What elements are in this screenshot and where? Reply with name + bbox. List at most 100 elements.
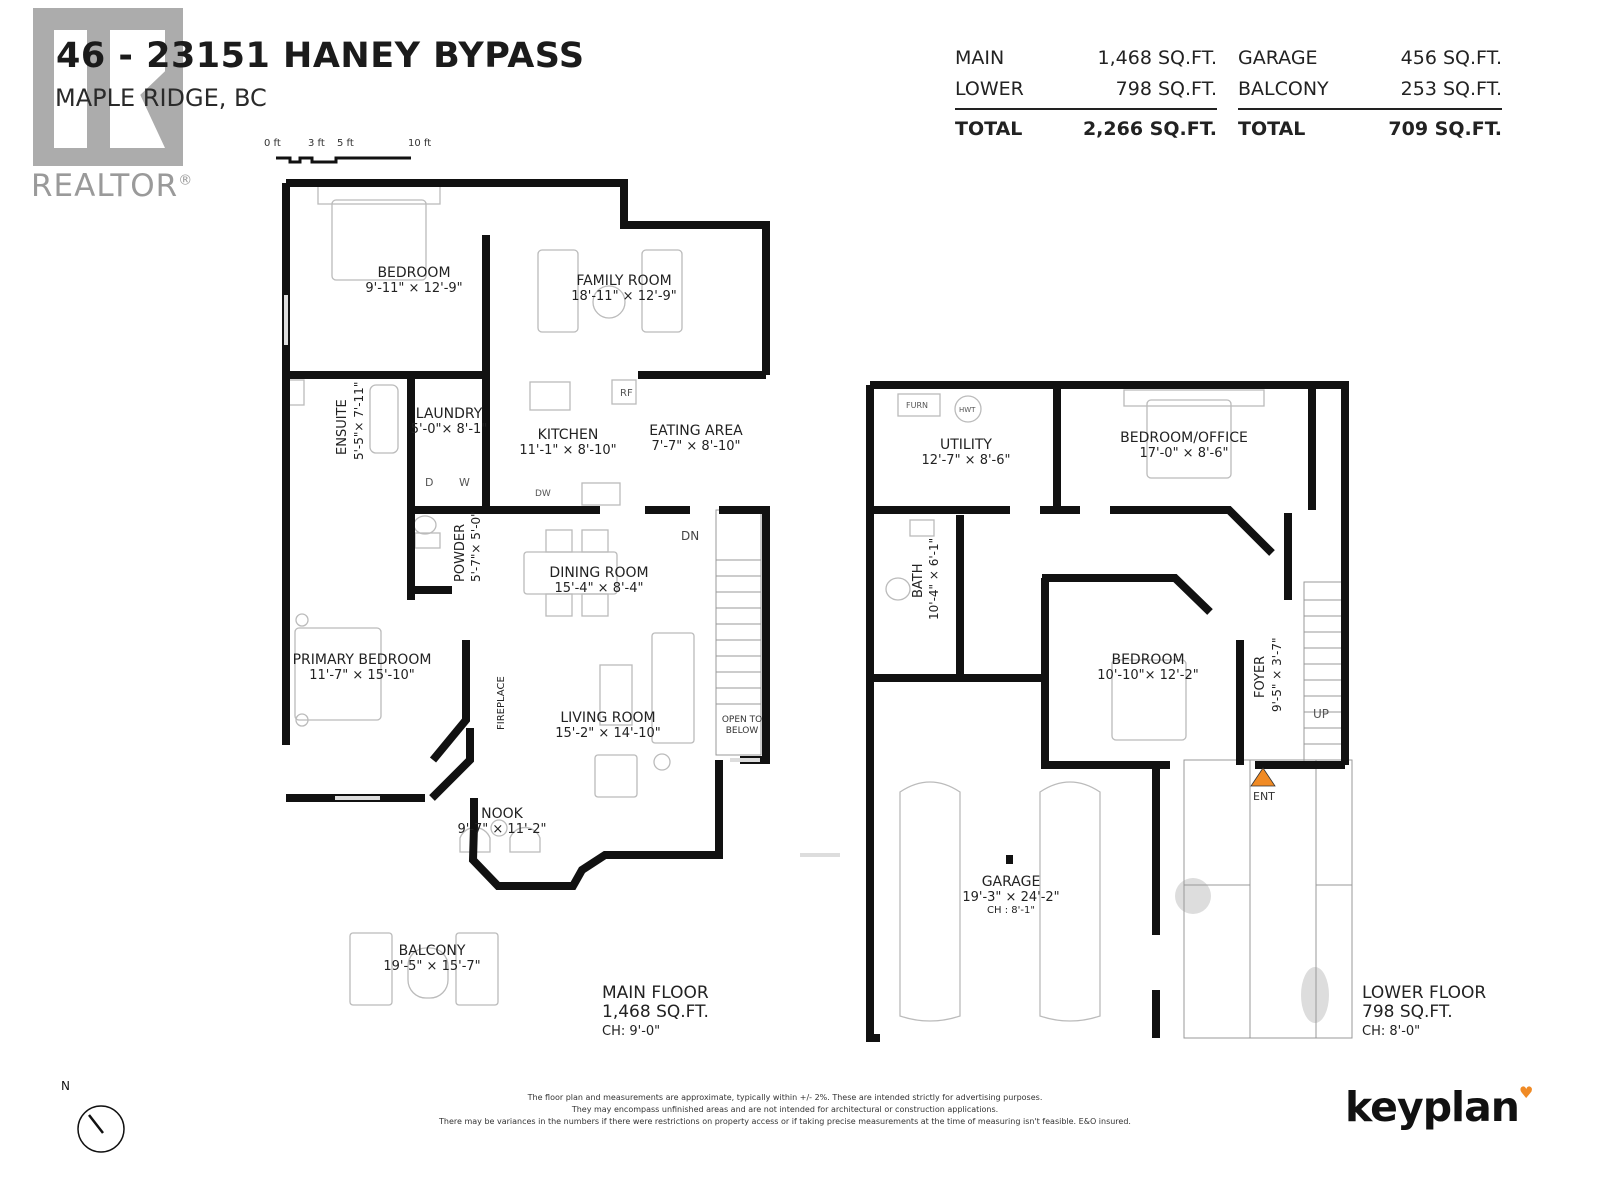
dryer-label: D — [425, 476, 434, 489]
floor-name: LOWER FLOOR — [1362, 983, 1487, 1003]
window-layer — [284, 295, 840, 857]
room-dim: 19'-5" × 15'-7" — [383, 959, 481, 974]
room-name: BEDROOM — [1111, 652, 1185, 668]
room-dim: 9'-7" × 11'-2" — [457, 822, 547, 837]
floor-ceiling-height: CH: 8'-0" — [1362, 1024, 1421, 1039]
fireplace-label: FIREPLACE — [496, 676, 507, 730]
room-dim: 12'-7" × 8'-6" — [921, 453, 1011, 468]
north-label: N — [61, 1079, 70, 1093]
realtor-logo-stem — [54, 30, 87, 148]
floor-area: 798 SQ.FT. — [1362, 1002, 1453, 1022]
room-name: POWDER — [453, 523, 468, 582]
room-name: NOOK — [481, 806, 523, 822]
room-dim-foyer: 9'-5" × 3'-7" — [1270, 637, 1284, 712]
area-label: MAIN — [955, 46, 1005, 69]
room-dim-ensuite: 5'-5"× 7'-11" — [352, 382, 366, 460]
room-dim: 15'-2" × 14'-10" — [555, 726, 661, 741]
area-label: BALCONY — [1238, 77, 1329, 100]
scale-tick: 0 ft — [264, 138, 281, 149]
floor-ceiling-height: CH: 9'-0" — [602, 1024, 661, 1039]
room-name: ENSUITE — [335, 399, 350, 455]
room-name: DINING ROOM — [549, 565, 649, 581]
scale-tick: 5 ft — [337, 138, 354, 149]
entrance-label: ENT — [1253, 790, 1275, 803]
room-dim-bath: 10'-4" × 6'-1" — [927, 538, 941, 620]
disclaimer-line: They may encompass unfinished areas and … — [571, 1105, 999, 1114]
room-name: BATH — [911, 563, 926, 598]
room-dim: 5'-5"× 7'-11" — [352, 381, 366, 460]
room-dim: 11'-7" × 15'-10" — [309, 668, 415, 683]
landscape-layer — [1175, 878, 1329, 1023]
area-value: 253 SQ.FT. — [1400, 77, 1502, 100]
stairs-up-label: UP — [1313, 707, 1330, 721]
brand-name: keyplan — [1345, 1083, 1520, 1131]
room-dim: 15'-4" × 8'-4" — [554, 581, 644, 596]
room-name: BEDROOM — [377, 265, 451, 281]
room-dim: 18'-11" × 12'-9" — [571, 289, 677, 304]
total-value: 2,266 SQ.FT. — [1082, 118, 1217, 140]
room-name: FOYER — [1253, 655, 1268, 698]
area-row-main: MAIN 1,468 SQ.FT. — [955, 42, 1217, 73]
room-label-foyer: FOYER — [1253, 656, 1268, 698]
room-dim: 17'-0" × 8'-6" — [1139, 446, 1229, 461]
keyplan-logo: keyplan♥ — [1345, 1083, 1533, 1131]
room-label-powder: POWDER — [453, 524, 468, 582]
room-name: LAUNDRY — [415, 406, 483, 422]
total-value: 709 SQ.FT. — [1388, 118, 1502, 140]
registered-mark: ® — [178, 172, 194, 189]
property-city: MAPLE RIDGE, BC — [55, 84, 267, 112]
room-ceiling-height: CH : 8'-1" — [987, 905, 1035, 916]
room-dim: 5'-7"× 5'-0" — [469, 511, 483, 582]
room-dim: 9'-11" × 12'-9" — [365, 281, 463, 296]
dishwasher-label: DW — [535, 489, 551, 499]
room-dim: 5'-0"× 8'-1" — [410, 422, 488, 437]
room-dim: 9'-5" × 3'-7" — [1270, 637, 1284, 712]
disclaimer: The floor plan and measurements are appr… — [300, 1092, 1270, 1128]
room-name: UTILITY — [940, 437, 992, 453]
area-value: 456 SQ.FT. — [1400, 46, 1502, 69]
property-address: 46 - 23151 HANEY BYPASS — [56, 36, 585, 76]
main-floor-caption: MAIN FLOOR 1,468 SQ.FT. CH: 9'-0" — [602, 984, 709, 1041]
washer-label: W — [459, 476, 470, 489]
room-dim: 19'-3" × 24'-2" — [962, 890, 1060, 905]
furnace-label: FURN — [906, 401, 928, 410]
room-name: GARAGE — [981, 874, 1041, 890]
room-dim: 7'-7" × 8'-10" — [651, 439, 741, 454]
area-value: 1,468 SQ.FT. — [1097, 46, 1217, 69]
stairs-down-label: DN — [681, 529, 700, 543]
room-dim: 11'-1" × 8'-10" — [519, 443, 617, 458]
realtor-word: REALTOR — [31, 168, 179, 204]
room-dim: 10'-4" × 6'-1" — [927, 537, 941, 620]
room-name: KITCHEN — [537, 427, 599, 443]
floor-name: MAIN FLOOR — [602, 983, 709, 1003]
stair-layer — [715, 509, 1353, 1039]
total-label: TOTAL — [955, 118, 1023, 140]
compass-icon — [77, 1105, 125, 1153]
area-row-total: TOTAL 2,266 SQ.FT. — [955, 108, 1217, 148]
room-name: EATING AREA — [649, 423, 743, 439]
lower-floor-caption: LOWER FLOOR 798 SQ.FT. CH: 8'-0" — [1362, 984, 1486, 1041]
brand-mark-icon: ♥ — [1518, 1083, 1533, 1102]
room-name: BALCONY — [398, 943, 466, 959]
open-to-below-label: OPEN TO BELOW — [721, 715, 763, 736]
scale-tick: 3 ft — [308, 138, 325, 149]
entrance-marker-icon — [1250, 767, 1276, 787]
room-name: BEDROOM/OFFICE — [1120, 430, 1248, 446]
area-row-balcony: BALCONY 253 SQ.FT. — [1238, 73, 1502, 104]
wall-layer — [282, 179, 1349, 1042]
